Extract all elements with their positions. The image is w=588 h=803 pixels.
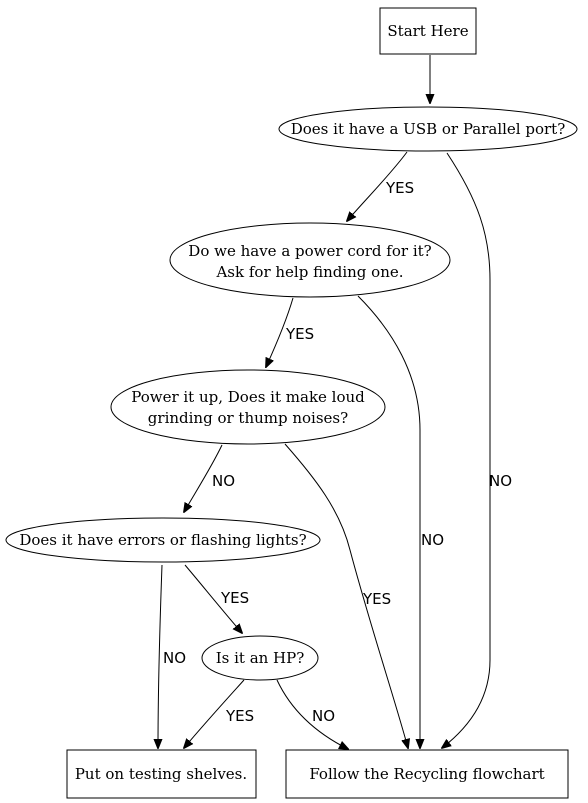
node-power-cord-line-2: Ask for help finding one. — [215, 263, 403, 281]
edge-errors-yes — [184, 564, 242, 633]
edge-label-usb-no: NO — [489, 472, 512, 490]
edge-label-usb-yes: YES — [385, 179, 414, 197]
node-usb-question: Does it have a USB or Parallel port? — [278, 106, 578, 152]
edge-usb-yes — [347, 151, 408, 221]
edge-power-yes — [284, 443, 408, 748]
edge-label-cord-yes: YES — [285, 325, 314, 343]
edge-usb-no — [442, 152, 491, 748]
node-power-up-question: Power it up, Does it make loud grinding … — [110, 369, 386, 445]
edge-label-errors-yes: YES — [220, 589, 249, 607]
edge-label-hp-no: NO — [312, 707, 335, 725]
node-hp-question-label: Is it an HP? — [216, 649, 305, 667]
edge-label-power-yes: YES — [362, 590, 391, 608]
node-usb-question-label: Does it have a USB or Parallel port? — [291, 120, 566, 138]
edge-label-hp-yes: YES — [225, 707, 254, 725]
node-start-here-label: Start Here — [387, 22, 468, 40]
node-power-up-line-2: grinding or thump noises? — [148, 409, 348, 427]
node-testing-shelves: Put on testing shelves. — [66, 749, 257, 799]
node-errors-question-label: Does it have errors or flashing lights? — [19, 531, 306, 549]
node-power-cord-question: Do we have a power cord for it? Ask for … — [169, 222, 451, 298]
edge-cord-yes — [266, 297, 294, 367]
node-power-up-line-1: Power it up, Does it make loud — [131, 388, 365, 406]
edge-hp-yes — [184, 679, 245, 748]
node-start-here: Start Here — [379, 7, 477, 55]
edge-label-errors-no: NO — [163, 649, 186, 667]
edge-hp-no — [276, 679, 348, 749]
edges: YES NO YES NO NO YES YES NO YES NO — [158, 55, 512, 749]
node-errors-question: Does it have errors or flashing lights? — [5, 517, 321, 563]
edge-label-cord-no: NO — [421, 531, 444, 549]
node-testing-shelves-label: Put on testing shelves. — [75, 765, 247, 783]
node-recycling-flowchart-label: Follow the Recycling flowchart — [309, 765, 544, 783]
edge-errors-no — [158, 564, 162, 748]
node-recycling-flowchart: Follow the Recycling flowchart — [285, 749, 569, 799]
edge-power-no — [184, 444, 223, 512]
edge-label-power-no: NO — [212, 472, 235, 490]
node-power-cord-line-1: Do we have a power cord for it? — [188, 242, 431, 260]
node-hp-question: Is it an HP? — [201, 635, 319, 681]
edge-cord-no — [357, 295, 420, 748]
